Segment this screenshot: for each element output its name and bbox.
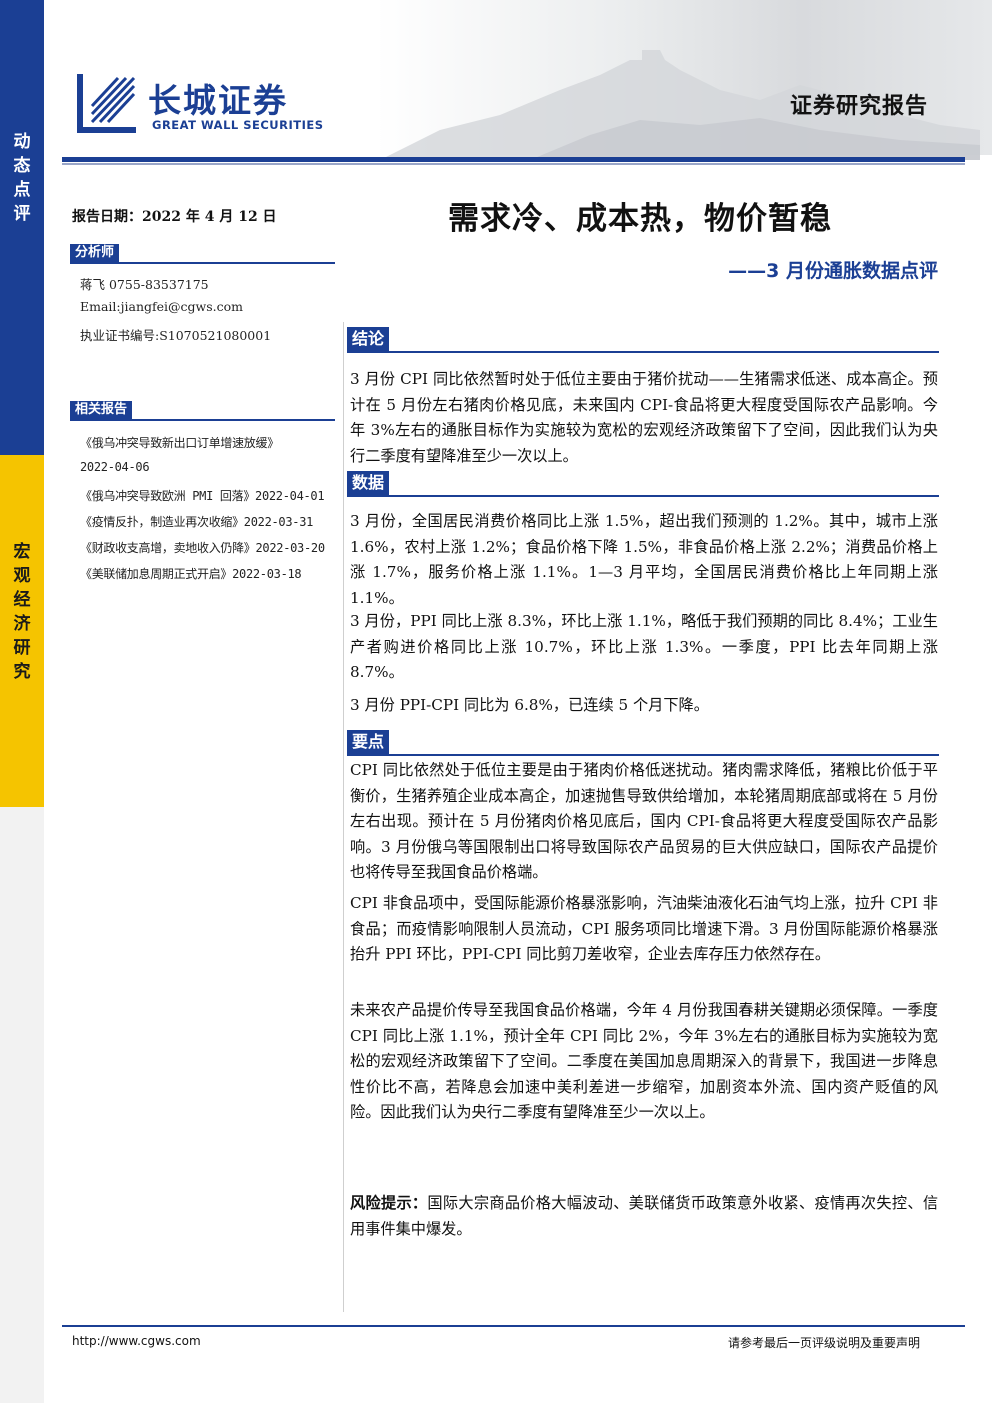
data-paragraph-cpi: 3 月份，全国居民消费价格同比上涨 1.5%，超出我们预测的 1.2%。其中，城… (350, 512, 938, 607)
header-divider-thin (62, 163, 965, 165)
report-date: 报告日期：2022 年 4 月 12 日 (72, 209, 277, 225)
risk-text: 国际大宗商品价格大幅波动、美联储货币政策意外收紧、疫情再次失控、信用事件集中爆发… (350, 1194, 939, 1238)
points-heading: 要点 (347, 730, 390, 754)
sidebar-char: 济 (13, 614, 31, 634)
related-report-item[interactable]: 《疫情反扑，制造业再次收缩》2022-03-31 (80, 515, 314, 529)
points-paragraph-2: CPI 非食品项中，受国际能源价格暴涨影响，汽油柴油液化石油气均上涨，拉升 CP… (350, 894, 938, 963)
footer-notice: 请参考最后一页评级说明及重要声明 (727, 1336, 920, 1350)
conclusion-section-header: 结论 (347, 327, 939, 353)
sidebar-char: 研 (13, 638, 31, 658)
data-section-header: 数据 (347, 471, 939, 497)
conclusion-heading: 结论 (347, 327, 390, 351)
sidebar-blue-block (0, 0, 44, 455)
sidebar-char: 究 (13, 662, 31, 682)
logo-english-name: GREAT WALL SECURITIES (152, 118, 324, 132)
data-heading: 数据 (347, 471, 390, 495)
related-report-date: 2022-04-06 (80, 460, 150, 474)
related-report-item[interactable]: 《俄乌冲突导致新出口订单增速放缓》 (80, 436, 279, 450)
sidebar-section-label: 宏 观 经 济 研 究 (0, 540, 44, 684)
sidebar-char: 态 (13, 156, 31, 176)
related-report-item[interactable]: 《俄乌冲突导致欧洲 PMI 回落》2022-04-01 (80, 489, 325, 503)
analyst-email[interactable]: Email:jiangfei@cgws.com (80, 299, 244, 314)
risk-notice: 风险提示：国际大宗商品价格大幅波动、美联储货币政策意外收紧、疫情再次失控、信用事… (350, 1191, 938, 1242)
sidebar-char: 评 (13, 204, 31, 224)
footer-url[interactable]: http://www.cgws.com (72, 1334, 201, 1348)
report-title: 需求冷、成本热，物价暂稳 (448, 201, 832, 237)
related-section-header: 相关报告 (70, 397, 335, 421)
logo-chinese-name: 长城证券 (148, 81, 288, 120)
data-paragraph-ppi: 3 月份，PPI 同比上涨 8.3%，环比上涨 1.1%，略低于我们预期的同比 … (350, 612, 938, 681)
sidebar-char: 宏 (13, 542, 31, 562)
header-divider (62, 157, 965, 162)
sidebar-char: 动 (13, 132, 31, 152)
sidebar-category-label: 动 态 点 评 (0, 130, 44, 226)
points-section-header: 要点 (347, 730, 939, 756)
analyst-license: 执业证书编号:S1070521080001 (80, 328, 272, 343)
data-paragraph-spread: 3 月份 PPI-CPI 同比为 6.8%，已连续 5 个月下降。 (350, 696, 709, 714)
sidebar-yellow-block (0, 455, 44, 807)
analyst-phone: 蒋飞 0755-83537175 (80, 277, 209, 292)
analyst-heading: 分析师 (70, 244, 120, 262)
sidebar-char: 经 (13, 590, 31, 610)
points-paragraph-1: CPI 同比依然处于低位主要是由于猪肉价格低迷扰动。猪肉需求降低，猪粮比价低于平… (350, 761, 938, 881)
conclusion-text: 3 月份 CPI 同比依然暂时处于低位主要由于猪价扰动——生猪需求低迷、成本高企… (350, 370, 938, 465)
sidebar-char: 点 (13, 180, 31, 200)
sidebar-char: 观 (13, 566, 31, 586)
analyst-section-header: 分析师 (70, 240, 335, 264)
related-report-item[interactable]: 《美联储加息周期正式开启》2022-03-18 (80, 567, 302, 581)
logo-icon (77, 74, 136, 133)
great-wall-mountain-image (380, 50, 980, 160)
report-subtitle: ——3 月份通胀数据点评 (728, 260, 938, 282)
footer-divider (62, 1325, 965, 1327)
related-heading: 相关报告 (70, 401, 133, 419)
document-type: 证券研究报告 (789, 94, 928, 119)
related-report-item[interactable]: 《财政收支高增，卖地收入仍降》2022-03-20 (80, 541, 325, 555)
points-paragraph-3: 未来农产品提价传导至我国食品价格端，今年 4 月份我国春耕关键期必须保障。一季度… (350, 1001, 938, 1121)
risk-label: 风险提示： (350, 1194, 428, 1212)
column-divider (343, 322, 344, 1312)
